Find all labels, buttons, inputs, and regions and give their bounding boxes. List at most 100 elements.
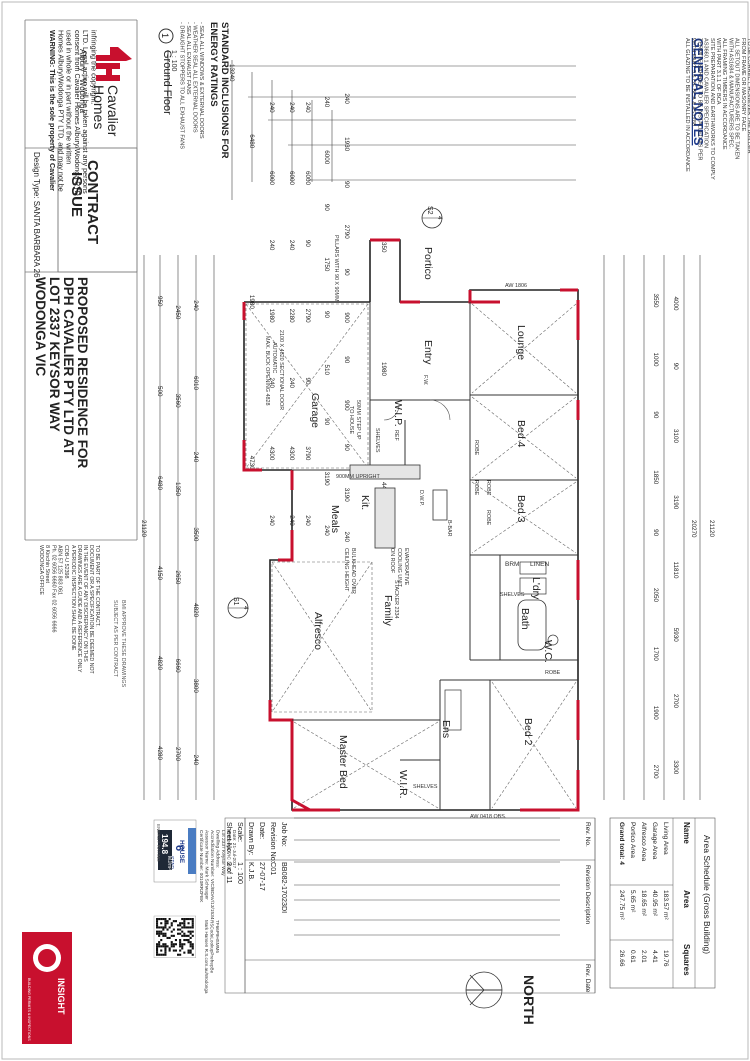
room-ens: Ens — [440, 720, 452, 738]
verify-line: RSCodeLookupPrefrepBe — [210, 920, 215, 974]
assessor-line: Lot 2337 Keysor Way — [220, 830, 226, 876]
dim-left-r3: 240 — [192, 452, 199, 463]
svg-text:HOUSE: HOUSE — [178, 840, 185, 864]
svg-text:Name: Name — [682, 822, 691, 844]
general-note-line: FROM FRAME OR MASONRY FACE — [740, 38, 746, 132]
dim-top-r6: 3190 — [343, 488, 350, 503]
room-master: Master Bed — [337, 735, 349, 789]
dwp-label: D.W.P. — [418, 490, 424, 506]
aw-rear: AW 0418 OBS. — [470, 814, 506, 820]
svg-text:Rev. No.: Rev. No. — [584, 822, 591, 847]
shelves-ldry: SHELVES — [500, 592, 525, 598]
dim-top-r3: 240 — [288, 378, 295, 389]
svg-text:S1: S1 — [232, 597, 239, 606]
dim-top-r4: 90 — [304, 240, 311, 248]
dim-right-r2: 1900 — [652, 706, 659, 721]
svg-text:Area: Area — [682, 890, 691, 908]
project-line-1: PROPOSED RESIDENCE FOR — [75, 277, 90, 469]
dim-left-r1: 4820 — [156, 656, 163, 671]
svg-text:ON ROOF: ON ROOF — [389, 548, 395, 574]
title-field-value: K.J.B. — [247, 862, 256, 881]
room-garage: Garage — [309, 393, 321, 428]
dim-top-r5: 90 — [323, 418, 330, 426]
general-notes-title: GENERAL NOTES — [691, 38, 705, 145]
dim-right-r1: 3190 — [672, 495, 679, 510]
room-alfresco: Alfresco — [312, 612, 324, 650]
issue-line-2: ISSUE — [68, 172, 85, 217]
dim-top-r6: 90 — [343, 444, 350, 452]
upright-label: 900MM UPRIGHT — [336, 474, 380, 480]
dim-top-r2: 6000 — [268, 171, 275, 186]
dim-left-r2: 3560 — [174, 394, 181, 409]
dim-top-r5: 3190 — [323, 472, 330, 487]
north-arrow: NORTH — [465, 971, 537, 1025]
dim-top-r2: 4300 — [268, 446, 275, 461]
bulkhead-note: BULKHEAD OVER CEILING HEIGHT — [343, 548, 356, 594]
title-field-label: Drawn By: — [247, 822, 256, 855]
area-schedule-title: Area Schedule (Gross Building) — [702, 835, 712, 954]
robe-2: ROBE — [473, 480, 479, 496]
svg-text:S2: S2 — [426, 206, 433, 215]
dim-top-r6: 2790 — [343, 225, 350, 240]
general-notes: GENERAL NOTES ALL GLAZING TO BE INSTALLE… — [684, 38, 750, 180]
svg-text:MAX. BUCK OPENING 4828: MAX. BUCK OPENING 4828 — [264, 336, 270, 406]
general-note-line: TO BE CORRECT, HOWEVER THE BUILDER — [746, 38, 750, 154]
area-row-area: 5.65 m² — [629, 890, 636, 913]
project-line-3: LOT 2337 KEYSOR WAY — [47, 277, 62, 432]
dim-top-r4: 3790 — [304, 446, 311, 461]
room-bed3: Bed 3 — [515, 495, 527, 523]
bar-label: B-BAR — [446, 520, 452, 537]
room-meals: Meals — [329, 505, 341, 533]
disclaimer-line: TO BE PART OF THE CONTRACT. — [94, 545, 100, 627]
left-strip: Cavalier Homes Albury - Wodonga WARNING:… — [24, 19, 230, 688]
area-row-squares: 2.01 — [640, 950, 647, 963]
dim-left-r1: 950 — [156, 296, 163, 307]
dim-top-r4: 6000 — [304, 171, 311, 186]
title-block: Rev. No. Revision Description Rev. Date … — [224, 817, 596, 994]
dim-right-r1: 2700 — [672, 694, 679, 709]
dim-top-r5: 240 — [323, 525, 330, 536]
energy-rating: 6 STAR HOUSE 194.8 MJ/m² ENERGY RATING C… — [153, 819, 237, 994]
dim-right-r2: 90 — [652, 411, 659, 419]
dim-top-r3: 2280 — [288, 309, 295, 324]
general-note-line: ALL SETOUT DIMENSIONS ARE TO BE TAKEN — [734, 38, 740, 159]
kitchen-island — [374, 487, 396, 549]
dim-top-r4: 240 — [304, 102, 311, 113]
dim-left-r3: 6010 — [192, 376, 199, 391]
dim-top-r6: 240 — [343, 93, 350, 104]
stacker-label: STACKER 2334 — [393, 580, 399, 619]
qr-code — [153, 915, 196, 958]
room-bed4: Bed 4 — [515, 420, 527, 448]
area-row-area: 247.75 m² — [618, 890, 625, 920]
dim-right-r1: 3100 — [672, 429, 679, 444]
fw-label: F.W. — [422, 375, 428, 385]
svg-text:TO HOUSE: TO HOUSE — [348, 406, 354, 434]
dim-left-r3: 240 — [192, 300, 199, 311]
inclusions-title-1: STANDARD INCLUSIONS FOR — [219, 22, 230, 159]
room-wc: W.C. — [542, 640, 554, 663]
garage-door-note: 2100 X 4820 SECTIONAL DOOR AUTOMATIC MAX… — [264, 330, 284, 410]
dim-top-r4: 2790 — [304, 309, 311, 324]
title-field-value: 2 of 11 — [225, 862, 234, 883]
dim-right-r2: 2700 — [652, 765, 659, 780]
room-entry: Entry — [422, 340, 434, 365]
linen-label: LINEN — [530, 561, 549, 568]
office-line: 8 Kinchin Street — [44, 545, 50, 584]
cavalier-logo: Cavalier Homes Albury - Wodonga — [78, 47, 132, 137]
room-kitchen: Kit. — [359, 495, 371, 510]
area-row-squares: 0.61 — [629, 950, 636, 963]
room-lounge: Lounge — [515, 325, 527, 360]
section-marker-s2: S2 4 — [421, 206, 443, 229]
dim-top-r5: 90 — [323, 311, 330, 319]
svg-text:AUTOMATIC: AUTOMATIC — [271, 342, 277, 373]
dim-left-r2: 1350 — [174, 482, 181, 497]
robe-1: ROBE — [473, 440, 479, 456]
brm-label: BRM — [505, 561, 519, 568]
dim-left-r2: 6660 — [174, 659, 181, 674]
area-row-name: Portico Area — [629, 822, 636, 858]
dim-top-overall: 13240 — [228, 64, 235, 82]
area-row-squares: 26.66 — [618, 950, 625, 967]
room-labels: Portico Lounge Entry Bed 4 Bed 3 Garage … — [309, 247, 554, 799]
